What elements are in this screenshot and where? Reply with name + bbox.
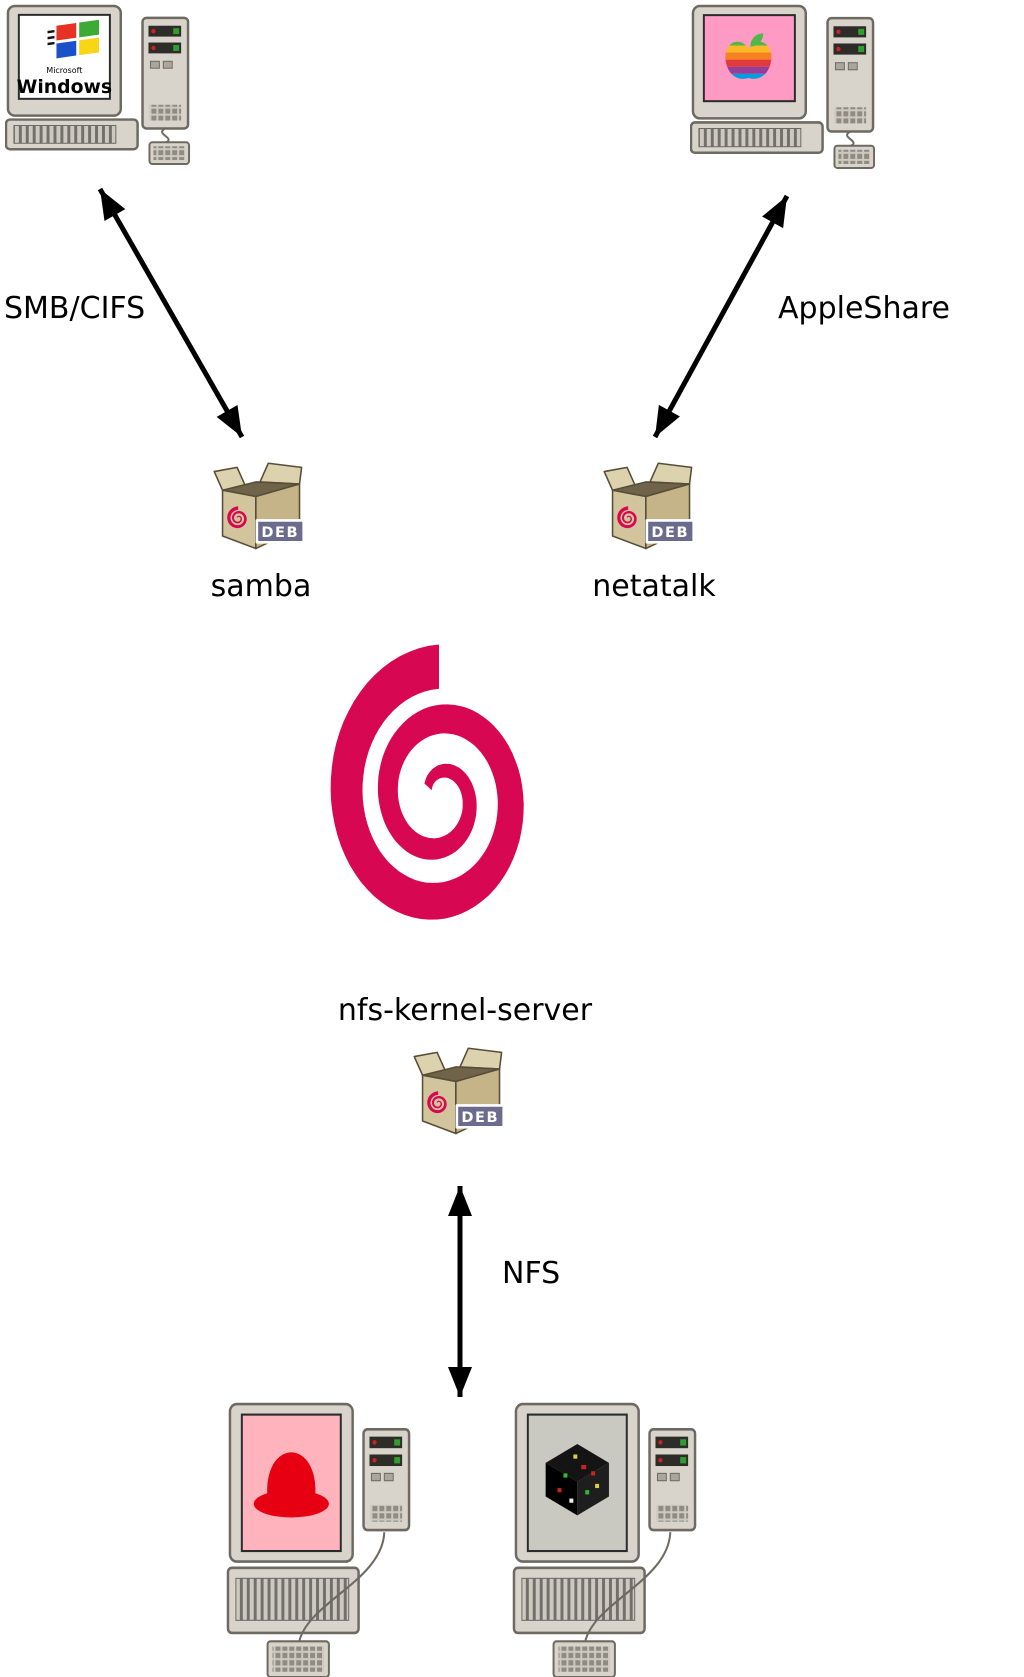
svg-text:DEB: DEB — [261, 524, 299, 541]
redhat-client-computer — [226, 1402, 414, 1677]
keyboard-icon — [833, 144, 876, 169]
deb-box-icon: DEB — [413, 1047, 505, 1135]
deb-badge: DEB — [455, 1104, 505, 1129]
deb-badge: DEB — [645, 519, 695, 544]
tower-icon — [141, 16, 190, 130]
desktop-base-icon — [226, 1566, 360, 1635]
dark-cube-client-computer — [512, 1402, 700, 1677]
mac-client-computer — [690, 4, 878, 170]
keyboard-cable — [298, 1532, 386, 1642]
keyboard-icon — [552, 1640, 616, 1677]
tower-icon — [648, 1427, 697, 1532]
keyboard-cable — [584, 1532, 672, 1642]
windows-client-computer: Microsoft Windows — [5, 4, 193, 166]
windows-text: Windows — [17, 77, 112, 98]
label-samba: samba — [210, 569, 312, 604]
keyboard-icon — [148, 141, 191, 166]
samba-package-icon: DEB — [208, 461, 312, 557]
nfs-kernel-server-package-icon: DEB — [408, 1046, 512, 1142]
label-appleshare: AppleShare — [778, 291, 950, 326]
svg-text:DEB: DEB — [461, 1109, 499, 1126]
tower-icon — [362, 1427, 411, 1532]
debian-swirl-mini-icon — [427, 1091, 447, 1114]
keyboard-icon — [266, 1640, 330, 1677]
red-hat-logo-icon — [253, 1452, 329, 1518]
apple-leaf — [750, 33, 764, 47]
label-nfs-kernel-server: nfs-kernel-server — [337, 993, 593, 1028]
keyboard-cable — [846, 130, 855, 148]
debian-swirl-logo — [310, 633, 568, 961]
monitor-icon — [228, 1402, 354, 1563]
desktop-base-icon — [5, 118, 139, 151]
debian-swirl-mini-icon — [227, 506, 247, 529]
monitor-icon — [691, 4, 808, 120]
tower-icon — [826, 16, 875, 133]
windows-logo-icon — [47, 19, 99, 59]
deb-box-icon: DEB — [603, 462, 695, 550]
debian-swirl-mini-icon — [617, 506, 637, 529]
label-nfs: NFS — [502, 1256, 561, 1291]
desktop-base-icon — [512, 1566, 646, 1635]
monitor-icon — [514, 1402, 640, 1563]
label-smb-cifs: SMB/CIFS — [4, 291, 146, 326]
deb-box-icon: DEB — [213, 462, 305, 550]
monitor-icon: Microsoft Windows — [6, 4, 123, 117]
deb-badge: DEB — [255, 519, 305, 544]
netatalk-package-icon: DEB — [598, 461, 702, 557]
desktop-base-icon — [690, 121, 824, 155]
arrow-appleshare — [652, 194, 790, 439]
keyboard-cable — [161, 127, 170, 145]
microsoft-text: Microsoft — [46, 66, 82, 75]
svg-text:DEB: DEB — [651, 524, 689, 541]
label-netatalk: netatalk — [592, 569, 716, 604]
